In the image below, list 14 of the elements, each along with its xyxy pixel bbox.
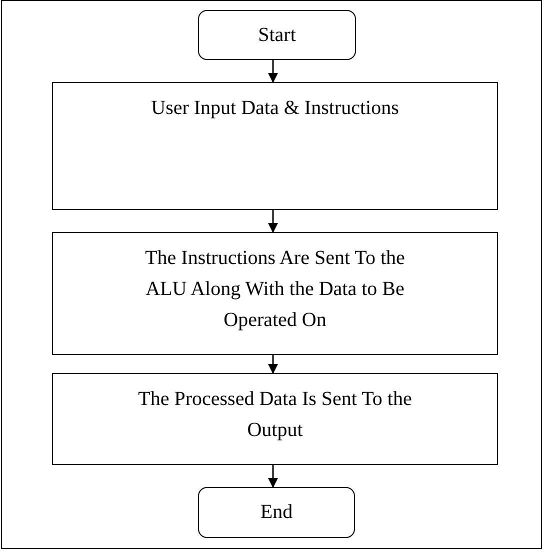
arrow: [268, 210, 278, 233]
terminal-box: [198, 487, 355, 538]
terminal-box: [198, 10, 356, 60]
process-box: [52, 82, 498, 210]
arrow: [268, 355, 278, 374]
node-text: The Instructions Are Sent To the ALU Along With the Data to Be Operated On: [144, 246, 406, 333]
process-box: [52, 373, 498, 465]
arrow: [268, 465, 278, 488]
node-text: End: [260, 500, 293, 525]
node-text: User Input Data & Instructions: [151, 96, 399, 121]
arrow: [268, 60, 278, 83]
process-box: [52, 232, 498, 355]
node-text: Start: [258, 22, 296, 48]
node-text: The Processed Data Is Sent To the Output: [137, 387, 413, 443]
